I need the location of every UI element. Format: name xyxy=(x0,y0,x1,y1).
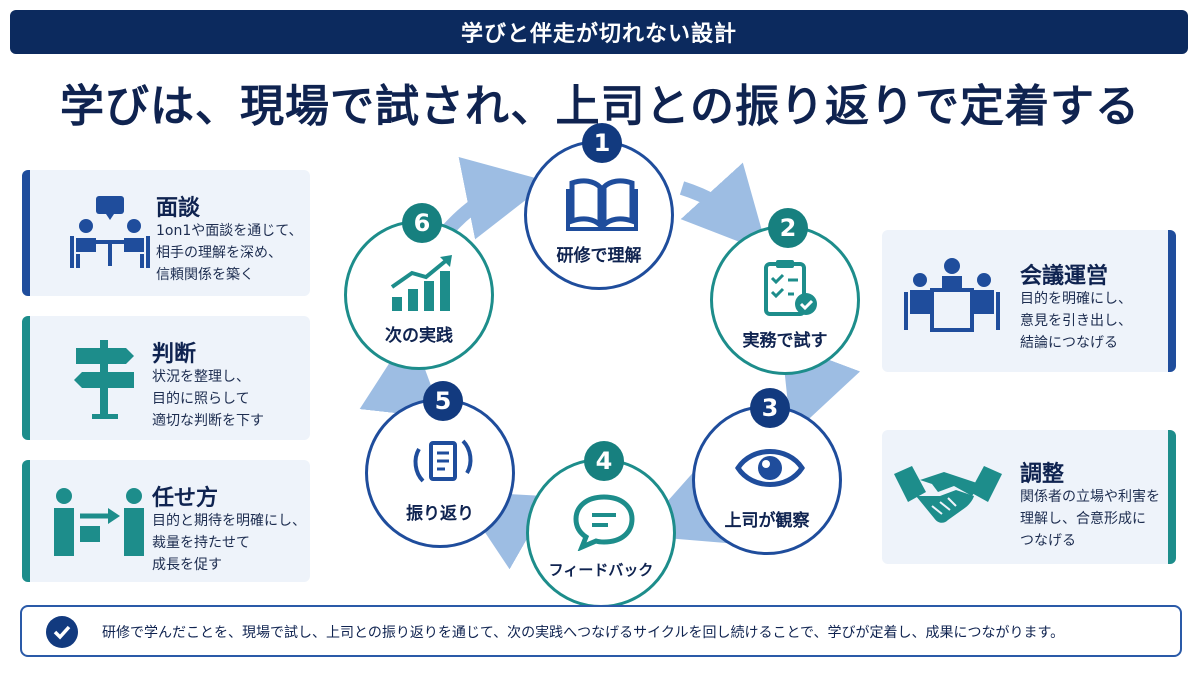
arrow-5-to-6 xyxy=(359,330,444,419)
card-accent-bar xyxy=(22,170,30,296)
open-book-icon xyxy=(566,178,638,232)
step-label: 研修で理解 xyxy=(556,246,642,266)
summary-box: 研修で学んだことを、現場で試し、上司との振り返りを通じて、次の実践へつなげるサイ… xyxy=(20,605,1182,657)
step-number-badge: 4 xyxy=(584,441,624,481)
card-judgment: 判断 状況を整理し、 目的に照らして 適切な判断を下す xyxy=(22,316,310,440)
summary-text: 研修で学んだことを、現場で試し、上司との振り返りを通じて、次の実践へつなげるサイ… xyxy=(102,625,1065,641)
step-2-circle: 2 実務で試す xyxy=(710,208,860,375)
reflection-document-icon xyxy=(413,439,473,483)
step-number-badge: 2 xyxy=(768,208,808,248)
card-accent-bar xyxy=(22,316,30,440)
arrow-1-to-2 xyxy=(679,162,769,254)
card-accent-bar xyxy=(22,460,30,582)
step-label: 実務で試す xyxy=(742,331,828,351)
card-description: 1on1や面談を通じて、 相手の理解を深め、 信頼関係を築く xyxy=(156,223,303,283)
step-3-circle: 3 上司が観察 xyxy=(692,388,842,555)
card-meeting-management: 会議運営 目的を明確にし、 意見を引き出し、 結論につなげる xyxy=(882,230,1176,372)
card-accent-bar xyxy=(1168,230,1176,372)
card-delegation: 任せ方 目的と期待を明確にし、 裁量を持たせて 成長を促す xyxy=(22,460,310,582)
step-label: 上司が観察 xyxy=(724,511,810,531)
step-number-badge: 1 xyxy=(582,123,622,163)
card-title: 会議運営 xyxy=(1020,264,1109,289)
card-title: 任せ方 xyxy=(152,486,219,511)
card-interview: 面談 1on1や面談を通じて、 相手の理解を深め、 信頼関係を築く xyxy=(22,170,310,296)
card-description: 目的を明確にし、 意見を引き出し、 結論につなげる xyxy=(1020,291,1132,351)
delegation-icon xyxy=(54,488,144,556)
step-6-circle: 6 次の実践 xyxy=(344,203,494,370)
step-label: 次の実践 xyxy=(385,326,453,346)
meeting-people-icon xyxy=(70,196,150,268)
card-title: 面談 xyxy=(156,196,201,221)
card-accent-bar xyxy=(1168,430,1176,564)
growth-chart-icon xyxy=(390,255,452,311)
step-5-circle: 5 振り返り xyxy=(365,381,515,548)
card-description: 状況を整理し、 目的に照らして 適切な判断を下す xyxy=(152,369,264,429)
card-title: 調整 xyxy=(1020,462,1065,487)
card-title: 判断 xyxy=(152,342,197,367)
step-number-badge: 3 xyxy=(750,388,790,428)
card-coordination: 調整 関係者の立場や利害を 理解し、合意形成に つなげる xyxy=(882,430,1176,564)
arrow-6-to-1 xyxy=(440,157,550,240)
step-label: 振り返り xyxy=(406,504,474,524)
conference-table-icon xyxy=(904,258,1000,332)
signpost-icon xyxy=(74,340,134,419)
clipboard-check-icon xyxy=(764,260,817,316)
handshake-icon xyxy=(894,466,1002,523)
top-banner: 学びと伴走が切れない設計 xyxy=(10,10,1188,54)
card-description: 関係者の立場や利害を 理解し、合意形成に つなげる xyxy=(1020,489,1160,549)
step-1-circle: 1 研修で理解 xyxy=(524,123,674,290)
step-number-badge: 6 xyxy=(402,203,442,243)
step-number-badge: 5 xyxy=(423,381,463,421)
check-icon xyxy=(46,616,78,648)
eye-icon xyxy=(735,449,805,487)
step-4-circle: 4 フィードバック xyxy=(526,441,676,608)
step-label: フィードバック xyxy=(548,561,654,579)
chat-bubble-icon xyxy=(573,494,635,551)
card-description: 目的と期待を明確にし、 裁量を持たせて 成長を促す xyxy=(152,513,306,573)
